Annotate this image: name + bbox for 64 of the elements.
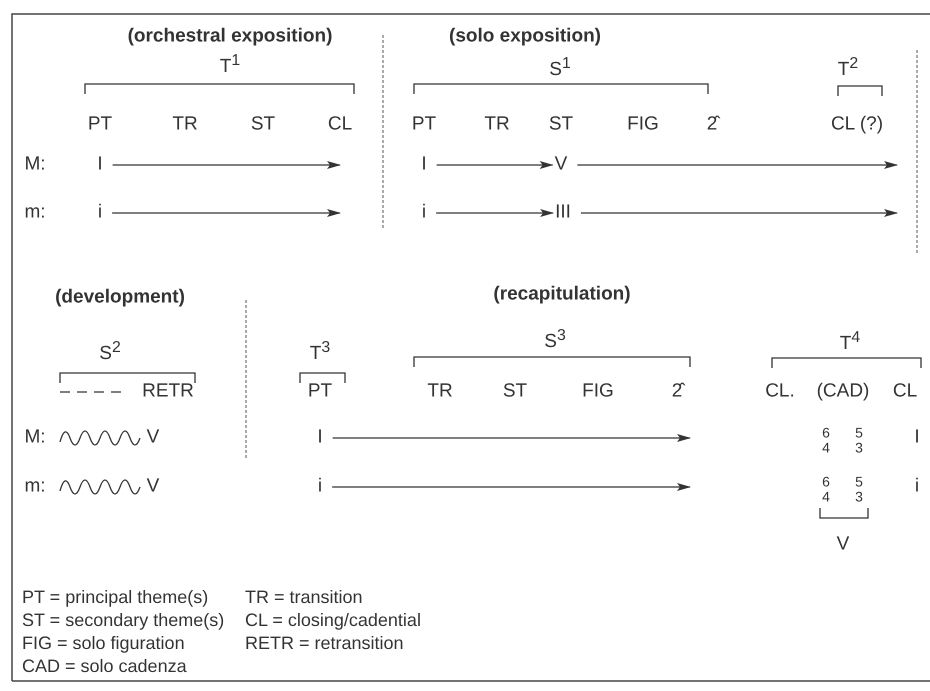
arrow xyxy=(332,434,691,442)
arrow xyxy=(112,209,341,217)
label-text: T$^{2}$ xyxy=(838,54,858,82)
label-text: PT xyxy=(88,114,112,136)
section-heading: (recapitulation) xyxy=(493,284,631,306)
chord-symbol: I xyxy=(97,154,103,176)
label-text: FIG xyxy=(627,114,659,136)
section-heading: (orchestral exposition) xyxy=(128,26,332,48)
label-text: M: xyxy=(24,428,46,448)
arrow xyxy=(436,161,554,169)
label-text: S$^{3}$ xyxy=(544,326,566,354)
label-text: S$^{1}$ xyxy=(549,54,571,82)
arrow xyxy=(112,161,341,169)
label-text: ST xyxy=(502,382,528,402)
label-text: i xyxy=(914,476,920,498)
arrow xyxy=(577,161,898,169)
figured-bass: 6 4 xyxy=(822,425,830,455)
label-text: V xyxy=(836,534,850,556)
chord-symbol: III xyxy=(555,202,571,224)
definition-text: CL = closing/cadential xyxy=(245,611,421,631)
chord-symbol: I xyxy=(317,428,323,448)
label-text: S$^{2}$ xyxy=(99,338,121,366)
label-text: T$^{3}$ xyxy=(310,338,330,366)
arrow xyxy=(436,209,554,217)
chord-symbol: i xyxy=(98,202,102,224)
label-text: T$^{4}$ xyxy=(840,328,860,356)
section-heading: (development) xyxy=(55,288,185,308)
chord-symbol: V xyxy=(554,154,568,176)
label-text: FIG xyxy=(582,382,614,402)
figured-bass: 6 4 xyxy=(822,474,830,504)
label-text: CL (?) xyxy=(830,114,884,136)
definition-text: CAD = solo cadenza xyxy=(22,657,187,677)
definition-text: RETR = retransition xyxy=(245,634,404,654)
arrow xyxy=(580,209,898,217)
definition-text: FIG = solo figuration xyxy=(22,634,185,654)
label-text: I xyxy=(914,428,920,448)
label-text: m: xyxy=(24,476,46,498)
arrow xyxy=(332,483,691,491)
chord-symbol: i xyxy=(422,202,426,224)
figured-bass: 5 3 xyxy=(855,474,863,504)
label-text: TR xyxy=(427,382,453,402)
label-text: V xyxy=(146,476,160,498)
label-text: ST xyxy=(548,114,574,136)
label-text: m: xyxy=(24,202,46,224)
label-text: V xyxy=(146,428,160,448)
label-text: T$^{1}$ xyxy=(220,52,240,78)
label-text: PT xyxy=(412,114,436,136)
chord-symbol: i xyxy=(318,476,322,498)
definition-text: TR = transition xyxy=(245,588,363,608)
section-heading: (solo exposition) xyxy=(449,26,601,48)
label-text: CL. xyxy=(765,382,795,402)
label-text: TR xyxy=(484,114,510,136)
label-text: CL xyxy=(328,114,352,136)
label-text: RETR xyxy=(142,382,194,402)
label-text: ST xyxy=(250,114,276,136)
definition-text: PT = principal theme(s) xyxy=(22,588,208,608)
label-text: CL xyxy=(892,382,918,402)
label-text: (CAD) xyxy=(816,382,870,402)
label-text: PT xyxy=(308,382,332,402)
definition-text: ST = secondary theme(s) xyxy=(22,611,224,631)
figured-bass: 5 3 xyxy=(855,425,863,455)
label-text: M: xyxy=(24,154,46,176)
label-text: TR xyxy=(172,114,198,136)
chord-symbol: I xyxy=(421,154,427,176)
